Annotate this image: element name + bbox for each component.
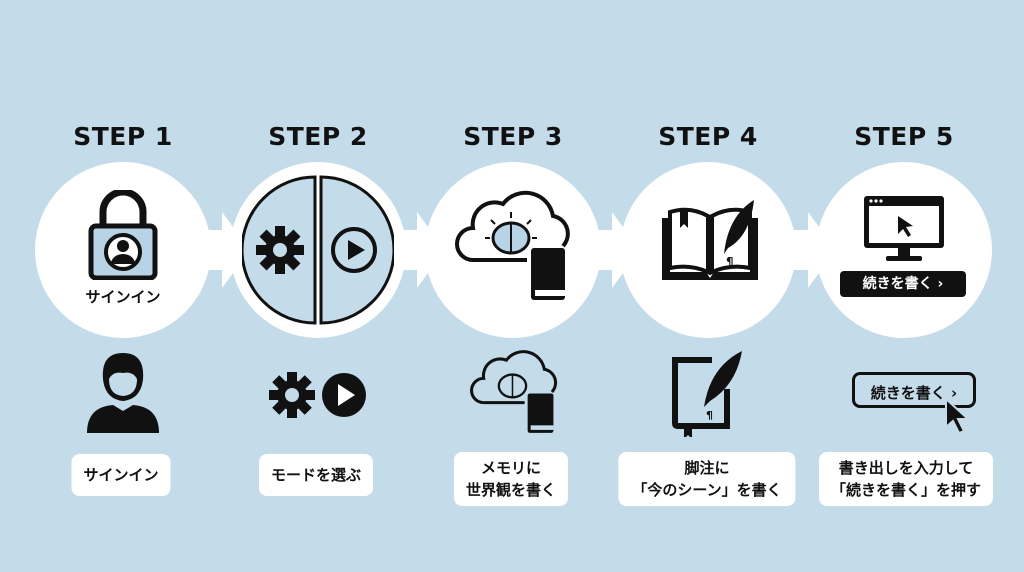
step-4-label: 脚注に「今のシーン」を書く <box>618 452 796 506</box>
step-1-label: サインイン <box>71 454 171 496</box>
step-3-circle <box>425 162 601 338</box>
step-4-label-line1: 脚注に <box>684 459 730 477</box>
gear-icon <box>256 226 304 274</box>
step-5-title: STEP 5 <box>854 122 954 151</box>
step-4-circle: ¶ <box>620 162 796 338</box>
open-book-quill-icon: ¶ <box>662 200 758 280</box>
step-4-lower: ¶ <box>608 345 808 440</box>
continue-writing-button-illustration: 続きを書く › <box>840 271 966 297</box>
arrow-right-icon <box>590 212 640 288</box>
step-4-label-line2: 「今のシーン」を書く <box>632 481 782 499</box>
continue-writing-button-outline-illustration: 続きを書く › <box>852 372 976 408</box>
step-1-title: STEP 1 <box>73 122 173 151</box>
step-2-lower <box>218 345 418 440</box>
step-3-title: STEP 3 <box>463 122 563 151</box>
split-mode-icon <box>242 175 394 325</box>
lock-user-icon <box>88 190 158 280</box>
step-3-label-line1: メモリに <box>480 459 542 477</box>
user-icon <box>87 353 159 433</box>
step-3-label: メモリに世界観を書く <box>453 452 569 506</box>
cloud-brain-book-icon <box>470 350 558 433</box>
step-5-circle: 続きを書く › <box>816 162 992 338</box>
cursor-arrow-icon <box>945 397 971 435</box>
gear-play-icon <box>269 372 366 418</box>
step-2-label: モードを選ぶ <box>258 454 374 496</box>
step-5-label-line2: 「続きを書く」を押す <box>830 481 982 499</box>
monitor-cursor-icon <box>864 196 944 261</box>
step-5-lower: 続きを書く › <box>804 345 1004 440</box>
step-2-circle <box>230 162 406 338</box>
step-1-label-text: サインイン <box>83 466 159 484</box>
step-3-label-line2: 世界観を書く <box>465 481 557 499</box>
pilcrow-mark: ¶ <box>726 255 734 269</box>
step-5-label-line1: 書き出しを入力して <box>838 459 974 477</box>
cloud-brain-book-icon <box>455 190 570 300</box>
svg-text:¶: ¶ <box>706 409 713 422</box>
book-quill-icon: ¶ <box>672 351 742 437</box>
step-1-circle: サインイン <box>35 162 211 338</box>
arrow-right-icon <box>395 212 445 288</box>
arrow-right-icon <box>200 212 250 288</box>
step-1-lower <box>23 345 223 440</box>
step-2-label-text: モードを選ぶ <box>270 466 362 484</box>
arrow-right-icon <box>786 212 836 288</box>
step-4-title: STEP 4 <box>658 122 758 151</box>
step-3-lower <box>413 345 613 440</box>
step-5-label: 書き出しを入力して「続きを書く」を押す <box>818 452 994 506</box>
step-2-title: STEP 2 <box>268 122 368 151</box>
play-icon <box>331 227 377 273</box>
sign-in-circle-label: サインイン <box>85 288 161 306</box>
